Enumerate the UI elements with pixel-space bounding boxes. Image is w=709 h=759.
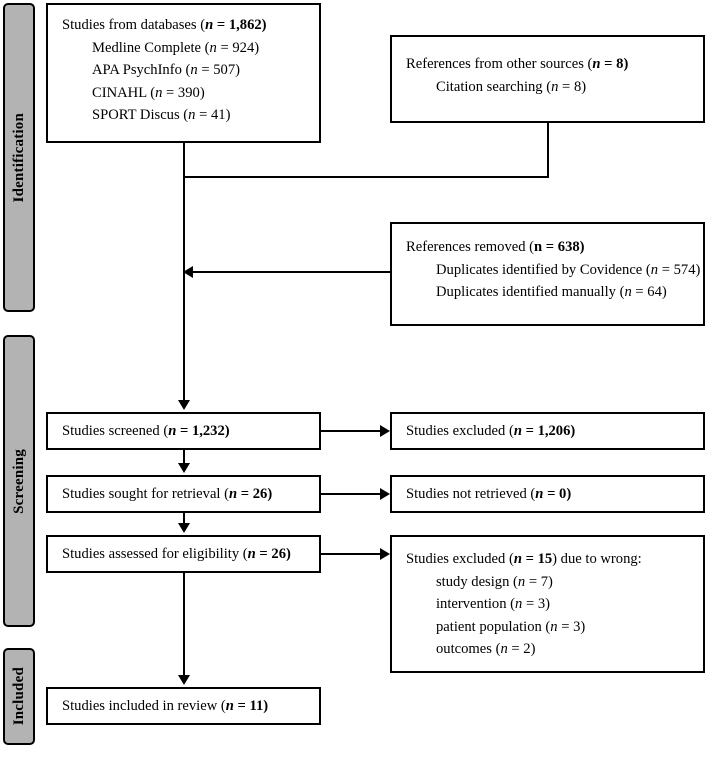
removed-duplicates-manual: Duplicates identified manually (n = 64)	[436, 284, 667, 301]
removed-duplicates-covidence: Duplicates identified by Covidence (n = …	[436, 261, 701, 278]
connector-sought-to-not-retrieved	[321, 493, 381, 495]
arrow-removed-into-trunk	[183, 266, 193, 278]
connector-databases-to-trunk	[183, 143, 185, 178]
other-sources-citation-searching: Citation searching (n = 8)	[436, 78, 587, 95]
excluded-reason-outcomes: outcomes (n = 2)	[436, 641, 536, 658]
arrow-assessed-to-excluded	[380, 548, 390, 560]
connector-screened-to-excluded	[321, 430, 381, 432]
connector-other-sources-merge	[183, 176, 549, 178]
phase-label-included: Included	[10, 667, 27, 726]
studies-not-retrieved-label: Studies not retrieved (n = 0)	[406, 485, 572, 502]
studies-included-label: Studies included in review (n = 11)	[62, 697, 269, 714]
database-source-apa-psychinfo: APA PsychInfo (n = 507)	[92, 62, 240, 79]
connector-screened-to-sought	[183, 450, 185, 465]
connector-sought-to-assessed	[183, 513, 185, 525]
arrow-screened-to-sought	[178, 463, 190, 473]
phase-label-screening: Screening	[10, 448, 27, 514]
connector-assessed-to-included	[183, 573, 185, 677]
databases-title: Studies from databases (n = 1,862)	[62, 17, 267, 33]
box-studies-screened: Studies screened (n = 1,232)	[46, 412, 321, 450]
connector-other-sources-down	[547, 123, 549, 178]
other-sources-title: References from other sources (n = 8)	[406, 56, 629, 72]
box-studies-excluded-eligibility: Studies excluded (n = 15) due to wrong: …	[390, 535, 705, 673]
removed-title: References removed (n = 638)	[406, 239, 585, 255]
box-studies-sought-retrieval: Studies sought for retrieval (n = 26)	[46, 475, 321, 513]
database-source-medline: Medline Complete (n = 924)	[92, 39, 260, 56]
box-studies-excluded-screened: Studies excluded (n = 1,206)	[390, 412, 705, 450]
connector-removed-to-trunk	[192, 271, 390, 273]
arrow-sought-to-assessed	[178, 523, 190, 533]
box-studies-included-review: Studies included in review (n = 11)	[46, 687, 321, 725]
box-references-other-sources: References from other sources (n = 8) Ci…	[390, 35, 705, 123]
database-source-cinahl: CINAHL (n = 390)	[92, 84, 205, 101]
box-studies-assessed-eligibility: Studies assessed for eligibility (n = 26…	[46, 535, 321, 573]
box-references-removed: References removed (n = 638) Duplicates …	[390, 222, 705, 326]
studies-assessed-label: Studies assessed for eligibility (n = 26…	[62, 545, 291, 562]
phase-bar-identification: Identification	[3, 3, 35, 312]
studies-screened-label: Studies screened (n = 1,232)	[62, 422, 230, 439]
arrow-sought-to-not-retrieved	[380, 488, 390, 500]
box-studies-from-databases: Studies from databases (n = 1,862) Medli…	[46, 3, 321, 143]
arrow-assessed-to-included	[178, 675, 190, 685]
excluded-reason-intervention: intervention (n = 3)	[436, 596, 551, 613]
connector-assessed-to-excluded	[321, 553, 381, 555]
box-studies-not-retrieved: Studies not retrieved (n = 0)	[390, 475, 705, 513]
studies-sought-label: Studies sought for retrieval (n = 26)	[62, 485, 273, 502]
arrow-screened-to-excluded	[380, 425, 390, 437]
studies-excluded-screened-label: Studies excluded (n = 1,206)	[406, 422, 576, 439]
phase-bar-included: Included	[3, 648, 35, 745]
phase-label-identification: Identification	[10, 112, 27, 203]
arrow-trunk-to-screened	[178, 400, 190, 410]
excluded-reason-study-design: study design (n = 7)	[436, 573, 553, 590]
phase-bar-screening: Screening	[3, 335, 35, 627]
connector-main-trunk	[183, 176, 185, 402]
database-source-sport-discus: SPORT Discus (n = 41)	[92, 107, 231, 124]
excluded-eligibility-title: Studies excluded (n = 15) due to wrong:	[406, 551, 642, 567]
excluded-reason-patient-population: patient population (n = 3)	[436, 618, 586, 635]
